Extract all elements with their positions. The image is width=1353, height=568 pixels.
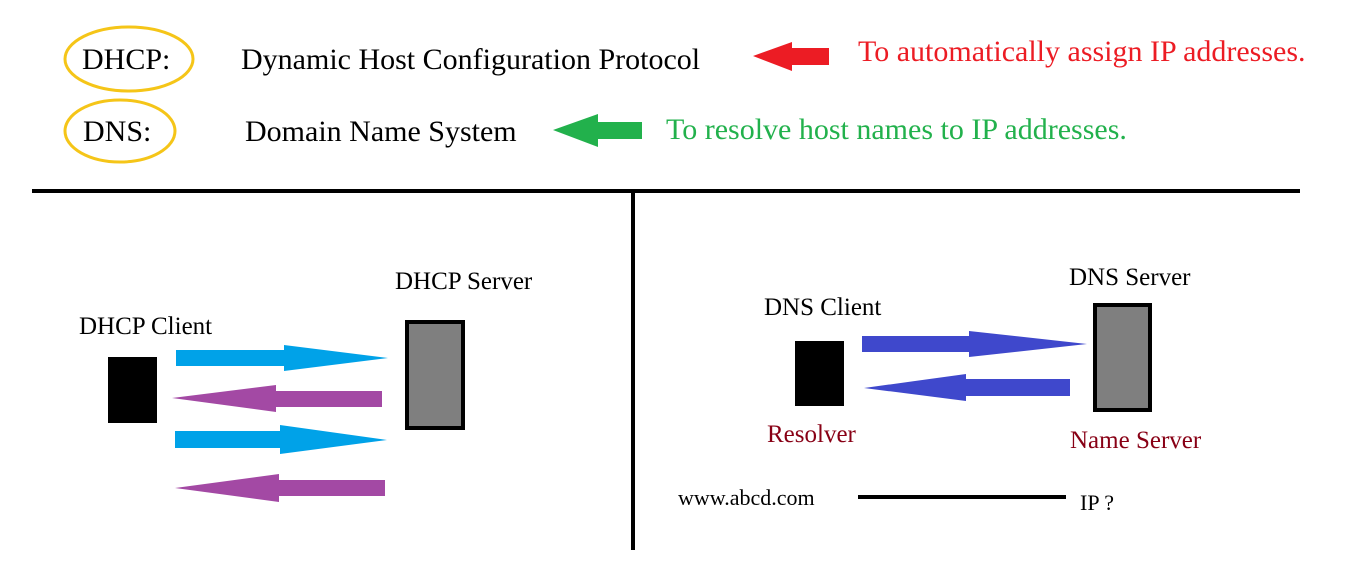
dhcp-server-box (405, 320, 465, 430)
dns-query-arrow (862, 331, 1087, 357)
dhcp-client-box (108, 357, 157, 423)
dhcp-ack-arrow (175, 474, 385, 502)
dns-server-box (1093, 303, 1152, 412)
dhcp-server-label: DHCP Server (395, 268, 533, 295)
dhcp-discover-arrow (176, 345, 388, 371)
dns-server-label: DNS Server (1069, 264, 1191, 291)
dns-highlight-ellipse (63, 98, 177, 164)
dhcp-purpose-note: To automatically assign IP addresses. (858, 35, 1306, 68)
dhcp-highlight-ellipse (63, 25, 195, 93)
dhcp-definition-arrow (753, 42, 829, 71)
dns-client-label: DNS Client (764, 294, 882, 321)
dns-response-arrow (864, 374, 1070, 401)
dhcp-abbreviation: DHCP: (82, 43, 171, 76)
dhcp-offer-arrow (172, 385, 382, 412)
dhcp-full-name: Dynamic Host Configuration Protocol (241, 43, 701, 76)
query-hostname: www.abcd.com (678, 485, 815, 510)
resolver-label: Resolver (767, 421, 856, 448)
query-result: IP ? (1080, 490, 1115, 515)
dhcp-request-arrow (175, 425, 387, 454)
dns-abbreviation: DNS: (83, 115, 152, 148)
dns-purpose-note: To resolve host names to IP addresses. (666, 113, 1127, 146)
dns-full-name: Domain Name System (245, 115, 517, 148)
dhcp-client-label: DHCP Client (79, 313, 213, 340)
dns-client-box (795, 341, 844, 406)
name-server-label: Name Server (1070, 427, 1202, 454)
dns-definition-arrow (553, 114, 642, 147)
